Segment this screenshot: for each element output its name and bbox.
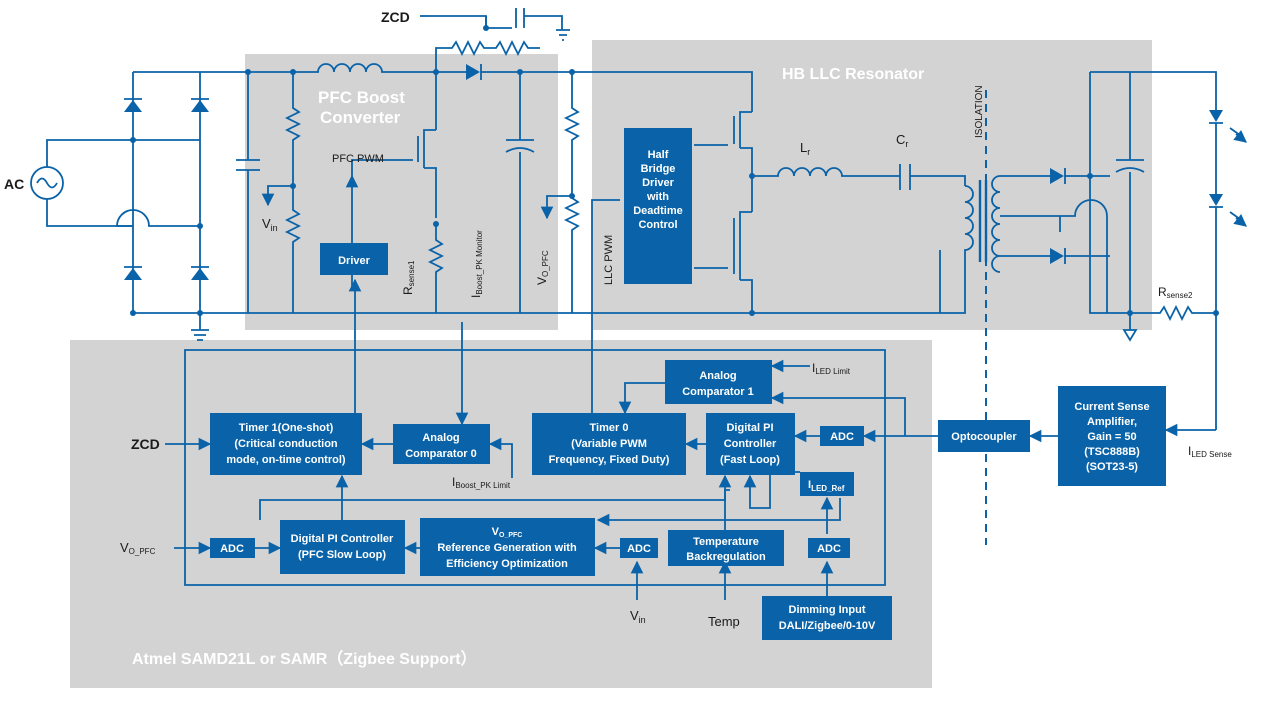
- adc-vin-block: ADC: [620, 538, 658, 558]
- iled-sense-label: ILED Sense: [1188, 444, 1232, 459]
- svg-text:Deadtime: Deadtime: [633, 205, 683, 217]
- svg-text:Control: Control: [638, 219, 677, 231]
- bridge-diode-3: [124, 266, 142, 280]
- svg-text:Optocoupler: Optocoupler: [951, 431, 1017, 443]
- svg-text:Analog: Analog: [422, 432, 459, 444]
- svg-text:Gain = 50: Gain = 50: [1087, 431, 1136, 443]
- iboost-limit-label: IBoost_PK Limit: [452, 475, 511, 490]
- ac-label: AC: [4, 176, 24, 192]
- svg-text:Half: Half: [648, 149, 669, 161]
- pfc-title-line2: Converter: [320, 108, 401, 127]
- llc-pwm-label: LLC PWM: [603, 235, 615, 285]
- adc-dimming-block: ADC: [808, 538, 850, 558]
- svg-text:Efficiency Optimization: Efficiency Optimization: [446, 558, 568, 570]
- svg-text:mode, on-time control): mode, on-time control): [226, 454, 346, 466]
- svg-text:(PFC Slow Loop): (PFC Slow Loop): [298, 549, 386, 561]
- timer1-block: Timer 1(One-shot) (Critical conduction m…: [210, 413, 362, 475]
- svg-text:Comparator 1: Comparator 1: [682, 386, 754, 398]
- svg-text:(TSC888B): (TSC888B): [1084, 446, 1140, 458]
- svg-text:Analog: Analog: [699, 370, 736, 382]
- half-bridge-driver-block: Half Bridge Driver with Deadtime Control: [624, 128, 692, 284]
- svg-text:Driver: Driver: [338, 255, 371, 267]
- svg-text:Bridge: Bridge: [641, 163, 676, 175]
- pfc-pwm-label: PFC PWM: [332, 153, 384, 165]
- reference-generation-block: VO_PFC Reference Generation with Efficie…: [420, 518, 595, 576]
- svg-text:(SOT23-5): (SOT23-5): [1086, 461, 1138, 473]
- iled-limit-label: ILED Limit: [812, 361, 851, 376]
- analog-comparator1-block: Analog Comparator 1: [665, 360, 772, 404]
- svg-text:Temperature: Temperature: [693, 536, 759, 548]
- svg-text:Amplifier,: Amplifier,: [1087, 416, 1137, 428]
- lr-label: Lr: [800, 140, 810, 157]
- iled-ref-block: ILED_Ref: [800, 472, 854, 496]
- digital-pi-slow-block: Digital PI Controller (PFC Slow Loop): [280, 520, 405, 574]
- vin-mcu-label: Vin: [630, 608, 646, 625]
- adc-fast-block: ADC: [820, 426, 864, 446]
- svg-text:Dimming Input: Dimming Input: [789, 604, 866, 616]
- current-sense-amplifier-block: Current Sense Amplifier, Gain = 50 (TSC8…: [1058, 386, 1166, 486]
- svg-text:Reference Generation with: Reference Generation with: [437, 542, 577, 554]
- control-wiring: [165, 199, 1216, 600]
- svg-text:Timer 0: Timer 0: [590, 422, 629, 434]
- cr-label: Cr: [896, 132, 908, 149]
- bridge-diode-1: [124, 98, 142, 112]
- svg-text:(Variable PWM: (Variable PWM: [571, 438, 647, 450]
- vin-label: Vin: [262, 216, 278, 233]
- svg-text:ADC: ADC: [627, 543, 651, 555]
- vo-pfc-mcu-label: VO_PFC: [120, 540, 156, 556]
- zcd-mcu-label: ZCD: [131, 436, 160, 452]
- svg-text:Digital PI Controller: Digital PI Controller: [291, 533, 394, 545]
- rsense1-label: Rsense1: [401, 260, 416, 295]
- svg-text:Frequency, Fixed Duty): Frequency, Fixed Duty): [549, 454, 670, 466]
- isolation-label: ISOLATION: [974, 85, 985, 138]
- iboost-monitor-label: IBoost_PK Monitor: [469, 230, 484, 298]
- svg-text:Backregulation: Backregulation: [686, 551, 766, 563]
- pfc-title-line1: PFC Boost: [318, 88, 405, 107]
- analog-comparator0-block: Analog Comparator 0: [393, 424, 490, 464]
- adc-pfc-block: ADC: [210, 538, 255, 558]
- svg-text:Controller: Controller: [724, 438, 777, 450]
- rsense2-label: Rsense2: [1158, 285, 1193, 300]
- digital-pi-fast-block: Digital PI Controller (Fast Loop): [706, 413, 795, 475]
- svg-text:Current Sense: Current Sense: [1074, 401, 1149, 413]
- pfc-boost-region: [245, 54, 558, 330]
- svg-text:ADC: ADC: [220, 543, 244, 555]
- mcu-title: Atmel SAMD21L or SAMR（Zigbee Support）: [132, 650, 477, 668]
- optocoupler-block[interactable]: Optocoupler: [938, 420, 1030, 452]
- svg-text:Comparator 0: Comparator 0: [405, 448, 477, 460]
- svg-text:Driver: Driver: [642, 177, 675, 189]
- llc-title: HB LLC Resonator: [782, 66, 924, 83]
- svg-text:ADC: ADC: [830, 431, 854, 443]
- temp-label: Temp: [708, 614, 740, 629]
- dimming-input-block: Dimming Input DALI/Zigbee/0-10V: [762, 596, 892, 640]
- svg-text:ADC: ADC: [817, 543, 841, 555]
- driver-block: Driver: [320, 243, 388, 275]
- bridge-diode-4: [191, 266, 209, 280]
- svg-text:(Fast Loop): (Fast Loop): [720, 454, 780, 466]
- svg-text:Timer 1(One-shot): Timer 1(One-shot): [239, 422, 334, 434]
- svg-text:with: with: [646, 191, 669, 203]
- zcd-top-label: ZCD: [381, 9, 410, 25]
- svg-text:Digital PI: Digital PI: [726, 422, 773, 434]
- svg-text:(Critical conduction: (Critical conduction: [234, 438, 338, 450]
- temperature-backregulation-block: Temperature Backregulation: [668, 530, 784, 566]
- svg-text:ILED_Ref: ILED_Ref: [808, 479, 845, 493]
- vo-pfc-top-label: VO_PFC: [535, 250, 550, 285]
- power-wiring: [30, 8, 1246, 545]
- bridge-diode-2: [191, 98, 209, 112]
- svg-text:VO_PFC: VO_PFC: [492, 526, 523, 539]
- svg-text:DALI/Zigbee/0-10V: DALI/Zigbee/0-10V: [779, 620, 876, 632]
- timer0-block: Timer 0 (Variable PWM Frequency, Fixed D…: [532, 413, 686, 475]
